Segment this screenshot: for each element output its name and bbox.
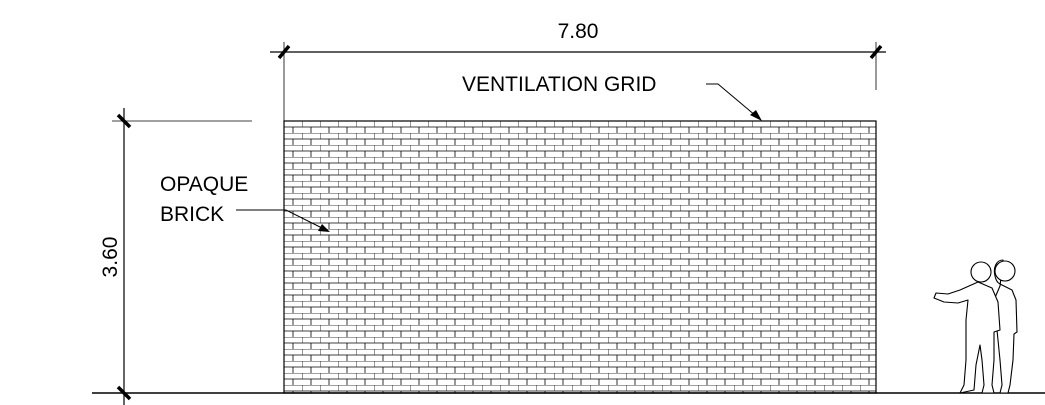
height-dim-tick-top — [116, 113, 132, 129]
width-dimension-label: 7.80 — [558, 20, 599, 43]
width-dim-tick-left — [277, 44, 291, 60]
height-dim-tick-bottom — [116, 385, 132, 401]
rear-person-figure — [993, 259, 1018, 394]
opaque-brick-leader — [236, 209, 323, 229]
width-dim-tick-right — [869, 44, 883, 60]
ventilation-grid-callout: VENTILATION GRID — [462, 73, 762, 121]
human-scale-figures — [933, 259, 1018, 394]
front-person-head — [970, 261, 992, 283]
opaque-brick-arrowhead — [318, 224, 330, 232]
brick-wall — [283, 120, 877, 394]
ventilation-grid-label: VENTILATION GRID — [462, 73, 656, 96]
opaque-brick-label-line1: OPAQUE — [160, 173, 248, 196]
front-person-figure — [933, 281, 1001, 394]
opaque-brick-label-line2: BRICK — [160, 203, 224, 226]
opaque-brick-callout: OPAQUE BRICK — [160, 173, 330, 232]
rear-person-head — [994, 260, 1016, 282]
height-dimension-label: 3.60 — [99, 237, 122, 278]
ventilation-grid-arrowhead — [750, 110, 762, 121]
width-dimension: 7.80 — [270, 20, 886, 121]
height-dimension: 3.60 — [99, 108, 252, 405]
ventilation-grid-leader — [706, 83, 757, 117]
